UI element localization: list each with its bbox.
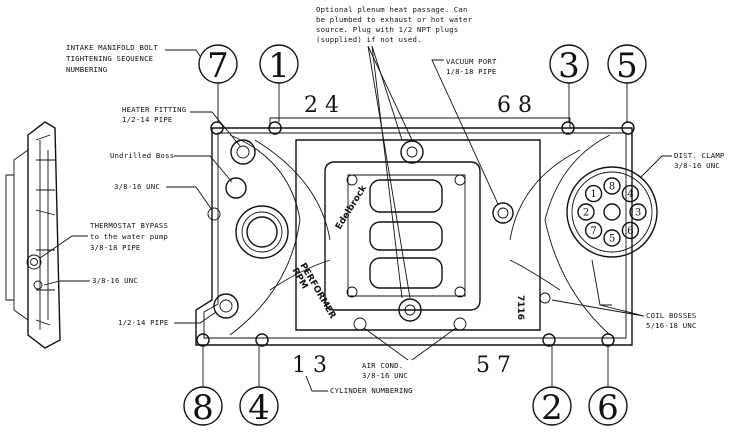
rosette-hole — [603, 229, 621, 247]
thermostat-line-1: THERMOSTAT BYPASS — [90, 221, 168, 230]
rosette-hole — [629, 203, 647, 221]
annotation-air-cond: AIR COND. 3/8-16 UNC — [362, 327, 457, 380]
unc-left2-label: 3/8-16 UNC — [92, 276, 138, 285]
heater-line-2: 1/2-14 PIPE — [122, 115, 173, 124]
rosette-number: 4 — [627, 189, 633, 200]
unc-left-label: 3/8-16 UNC — [114, 182, 160, 191]
bolt-seq-bottom-2: 4 — [248, 388, 270, 428]
manifold-body — [195, 117, 635, 347]
rosette-hole — [621, 221, 640, 240]
annotation-cylinder: CYLINDER NUMBERING — [305, 375, 413, 395]
vacuum-line-1: VACUUM PORT — [446, 57, 497, 66]
heat-note-line-3: source. Plug with 1/2 NPT plugs — [316, 25, 458, 34]
intake-bolt-line-2: TIGHTENING SEQUENCE — [66, 54, 153, 63]
bolt-seq-bottom-4: 6 — [597, 388, 619, 428]
rosette-number: 3 — [635, 208, 641, 219]
heater-line-1: HEATER FITTING — [122, 105, 186, 114]
rosette-hole — [584, 221, 603, 240]
ac-line-2: 3/8-16 UNC — [362, 371, 408, 380]
casting-model: PERFORMER — [297, 262, 337, 321]
heat-note-line-4: (supplied) if not used. — [316, 35, 422, 44]
rosette-center-hole — [603, 203, 621, 221]
thermostat-line-3: 3/8-18 PIPE — [90, 243, 141, 252]
annotation-intake-bolt: INTAKE MANIFOLD BOLT TIGHTENING SEQUENCE… — [66, 43, 201, 74]
cyl-bottom-right: 5 7 — [476, 353, 511, 378]
cylinder-numbers: 2 4 6 8 1 3 5 7 — [292, 93, 532, 378]
annotation-vacuum: VACUUM PORT 1/8-18 PIPE — [431, 57, 499, 205]
ac-line-1: AIR COND. — [362, 361, 403, 370]
cyl-top-right: 6 8 — [497, 93, 532, 118]
rosette-hole — [584, 184, 603, 203]
annotation-unc-left: 3/8-16 UNC — [114, 182, 213, 211]
bolt-seq-top-3: 3 — [558, 46, 580, 86]
dist-line-2: 3/8-16 UNC — [674, 161, 720, 170]
cylinder-label: CYLINDER NUMBERING — [330, 386, 413, 395]
distributor-firing-rosette: 8 436 5 721 — [566, 166, 658, 258]
bolt-seq-top-1: 7 — [207, 46, 229, 86]
annotation-heater-fitting: HEATER FITTING 1/2-14 PIPE — [122, 105, 241, 147]
rosette-number: 7 — [590, 226, 596, 237]
rosette-hole — [603, 177, 621, 195]
heat-note-line-2: be plumbed to exhaust or hot water — [316, 15, 473, 24]
bolt-seq-top-4: 5 — [616, 46, 638, 86]
coil-line-1: COIL BOSSES — [646, 311, 697, 320]
side-profile-view — [5, 121, 61, 349]
cyl-top-left: 2 4 — [304, 93, 339, 118]
rosette-number: 8 — [609, 182, 615, 193]
annotation-coil: COIL BOSSES 5/16-18 UNC — [551, 299, 697, 330]
rosette-number: 6 — [627, 226, 633, 237]
annotation-dist-clamp: DIST. CLAMP 3/8-16 UNC — [639, 151, 725, 179]
coil-line-2: 5/16-18 UNC — [646, 321, 697, 330]
pipe-left-label: 1/2-14 PIPE — [118, 318, 169, 327]
annotation-pipe-left: 1/2-14 PIPE — [118, 311, 217, 327]
annotation-unc-left2: 3/8-16 UNC — [43, 276, 138, 286]
rosette-number: 2 — [583, 208, 589, 219]
bolt-seq-bottom-1: 8 — [192, 388, 214, 428]
annotation-heat-passage: Optional plenum heat passage. Can be plu… — [316, 5, 473, 299]
dist-line-1: DIST. CLAMP — [674, 151, 725, 160]
rosette-hole — [577, 203, 595, 221]
part-number: 7116 — [515, 295, 525, 320]
rosette-number: 5 — [609, 234, 615, 245]
rosette-number: 1 — [590, 189, 596, 200]
vacuum-line-2: 1/8-18 PIPE — [446, 67, 497, 76]
casting-brand: Edelbrock — [334, 183, 370, 232]
annotation-undrilled-boss: Undrilled Boss — [110, 151, 233, 183]
bolt-seq-top-2: 1 — [268, 46, 290, 86]
rosette-hole — [621, 184, 640, 203]
cyl-bottom-left: 1 3 — [292, 353, 327, 378]
thermostat-line-2: to the water pump — [90, 232, 168, 241]
heat-note-line-1: Optional plenum heat passage. Can — [316, 5, 468, 14]
undrilled-label: Undrilled Boss — [110, 151, 174, 160]
intake-bolt-line-1: INTAKE MANIFOLD BOLT — [66, 43, 158, 52]
bolt-sequence-top: 7 1 3 5 — [198, 44, 647, 122]
intake-bolt-line-3: NUMBERING — [66, 65, 107, 74]
annotation-thermostat: THERMOSTAT BYPASS to the water pump 3/8-… — [39, 221, 168, 259]
bolt-sequence-bottom: 8 4 2 6 — [183, 346, 628, 428]
bolt-seq-bottom-3: 2 — [541, 388, 563, 428]
